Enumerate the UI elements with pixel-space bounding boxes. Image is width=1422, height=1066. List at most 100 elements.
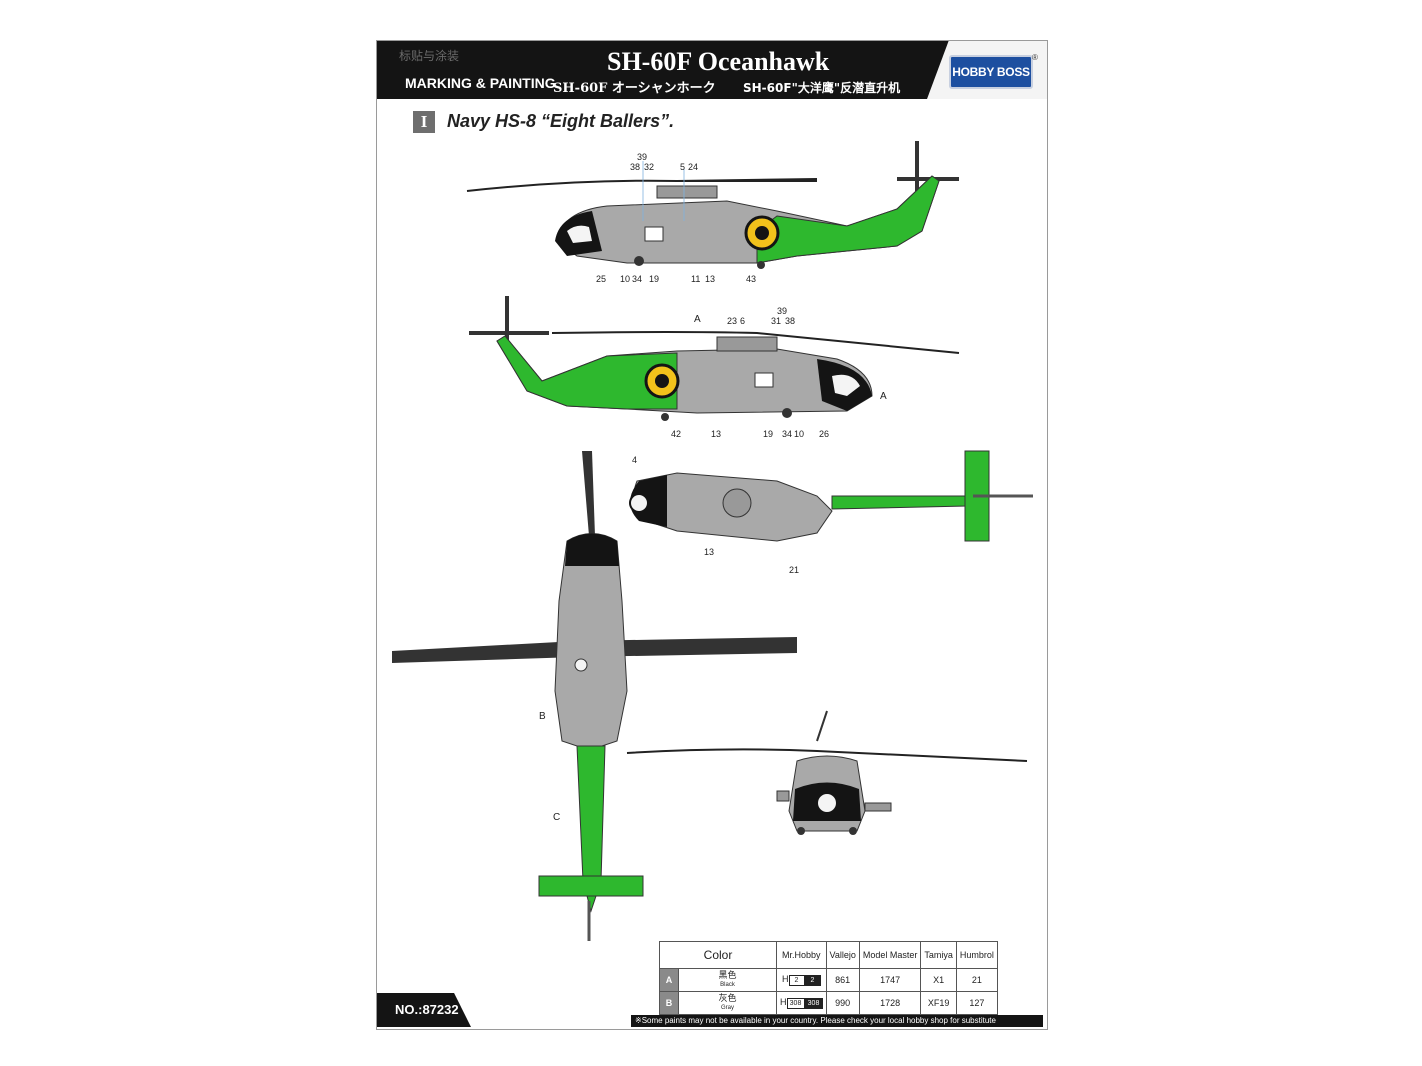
tail-wheel	[661, 413, 669, 421]
green-tail-boom-top	[831, 495, 968, 510]
humbrol-code: 127	[955, 991, 998, 1015]
callout-34-right: 34	[782, 429, 792, 439]
bottom-view	[392, 451, 797, 941]
main-wheel	[782, 408, 792, 418]
tamiya-code: X1	[920, 968, 957, 992]
model-master-code: 1747	[858, 968, 922, 992]
engine-housing	[716, 336, 778, 352]
scheme-title: Navy HS-8 “Eight Ballers”.	[447, 111, 675, 131]
callout-43: 43	[746, 274, 756, 284]
mr-hobby-swatch: 2	[804, 974, 821, 986]
callout-labels: 39 38 32 5 24 25 10 34 19 11 13 43 A 23 …	[539, 152, 887, 823]
mr-hobby-swatch: 308	[786, 997, 805, 1009]
header-model-master: Model Master	[858, 941, 922, 969]
color-name-cn: 黑色	[718, 970, 737, 980]
vallejo-code: 990	[825, 991, 860, 1015]
color-name-cn: 灰色	[718, 993, 737, 1003]
main-rotor-blade	[466, 178, 818, 192]
tail-wheel	[757, 261, 765, 269]
header-humbrol: Humbrol	[955, 941, 998, 969]
main-rotor-blade-front	[626, 748, 1028, 762]
marking-painting-label: MARKING & PAINTING	[405, 75, 556, 91]
header-bar: 标贴与涂装 MARKING & PAINTING SH-60F Oceanhaw…	[377, 41, 1047, 99]
callout-c: C	[553, 812, 560, 823]
callout-42: 42	[671, 429, 681, 439]
callout-4: 4	[632, 455, 637, 465]
color-name: 灰色 Gray	[678, 991, 777, 1015]
subtitle-japanese: SH-60F オーシャンホーク	[553, 81, 716, 96]
callout-5: 5	[680, 162, 685, 172]
mr-hobby-swatch: 308	[804, 997, 823, 1009]
tamiya-code: XF19	[920, 991, 957, 1015]
callout-26: 26	[819, 429, 829, 439]
paint-table-header: Color Mr.Hobby Vallejo Model Master Tami…	[659, 941, 998, 969]
callout-b: B	[539, 711, 546, 722]
hook-point	[574, 658, 588, 672]
header-color: Color	[659, 941, 777, 969]
callout-10-right: 10	[794, 429, 804, 439]
color-name-en: Gray	[720, 1005, 734, 1011]
front-view	[626, 710, 1028, 835]
header-chinese-label: 标贴与涂装	[399, 49, 460, 63]
product-number: NO.:87232	[377, 993, 471, 1027]
callout-19-right: 19	[763, 429, 773, 439]
paint-availability-note: ※Some paints may not be available in you…	[631, 1015, 1043, 1027]
cabin-window	[754, 372, 774, 388]
callout-13-top: 13	[704, 547, 714, 557]
paint-table: Color Mr.Hobby Vallejo Model Master Tami…	[659, 941, 998, 1015]
row-label: B	[659, 991, 679, 1015]
callout-19: 19	[649, 274, 659, 284]
callout-24: 24	[688, 162, 698, 172]
header-vallejo: Vallejo	[825, 941, 860, 969]
eight-ball-emblem	[755, 226, 769, 240]
subtitle-chinese: SH-60F"大洋鹰"反潜直升机	[743, 81, 901, 95]
eight-ball-emblem	[655, 374, 669, 388]
callout-38-right: 38	[785, 316, 795, 326]
callout-38: 38	[630, 162, 640, 172]
cabin-window	[644, 226, 664, 242]
callout-21: 21	[789, 565, 799, 575]
model-master-code: 1728	[858, 991, 922, 1015]
stabilizer-bottom	[538, 875, 644, 897]
header-tamiya: Tamiya	[920, 941, 957, 969]
main-wheel	[634, 256, 644, 266]
left-profile-view	[466, 141, 959, 269]
cockpit-window	[832, 374, 860, 396]
vallejo-code: 861	[825, 968, 860, 992]
eight-ball-top	[629, 493, 649, 513]
callout-6: 6	[740, 316, 745, 326]
callout-a-side: A	[880, 391, 887, 402]
black-nose-bottom	[565, 533, 619, 566]
callout-34: 34	[632, 274, 642, 284]
color-name: 黑色 Black	[678, 968, 777, 992]
helicopter-drawings: 39 38 32 5 24 25 10 34 19 11 13 43 A 23 …	[392, 141, 1033, 941]
hobbyboss-logo: HOBBY BOSS	[949, 55, 1033, 89]
callout-13-right: 13	[711, 429, 721, 439]
callout-11: 11	[691, 274, 700, 284]
callout-32: 32	[644, 162, 654, 172]
callout-a-top: A	[694, 314, 701, 325]
engine-housing	[656, 185, 718, 199]
callout-25: 25	[596, 274, 606, 284]
top-view	[629, 450, 1033, 542]
row-label: A	[659, 968, 679, 992]
mr-hobby-prefix: H	[782, 974, 789, 985]
header-mr-hobby: Mr.Hobby	[776, 941, 827, 969]
callout-39: 39	[637, 152, 647, 162]
page-title: SH-60F Oceanhawk	[607, 47, 830, 76]
wheel-front	[849, 827, 857, 835]
instruction-sheet: 标贴与涂装 MARKING & PAINTING SH-60F Oceanhaw…	[376, 40, 1048, 1030]
main-rotor-blade	[551, 331, 960, 354]
registered-mark: ®	[1032, 53, 1038, 62]
color-name-en: Black	[720, 982, 735, 988]
fuselage	[496, 335, 873, 414]
cockpit-window	[567, 225, 592, 243]
callout-23: 23	[727, 316, 737, 326]
mr-hobby-prefix: H	[780, 997, 787, 1008]
callout-13: 13	[705, 274, 715, 284]
callout-31: 31	[771, 316, 781, 326]
mr-hobby-swatch: 2	[788, 974, 805, 986]
